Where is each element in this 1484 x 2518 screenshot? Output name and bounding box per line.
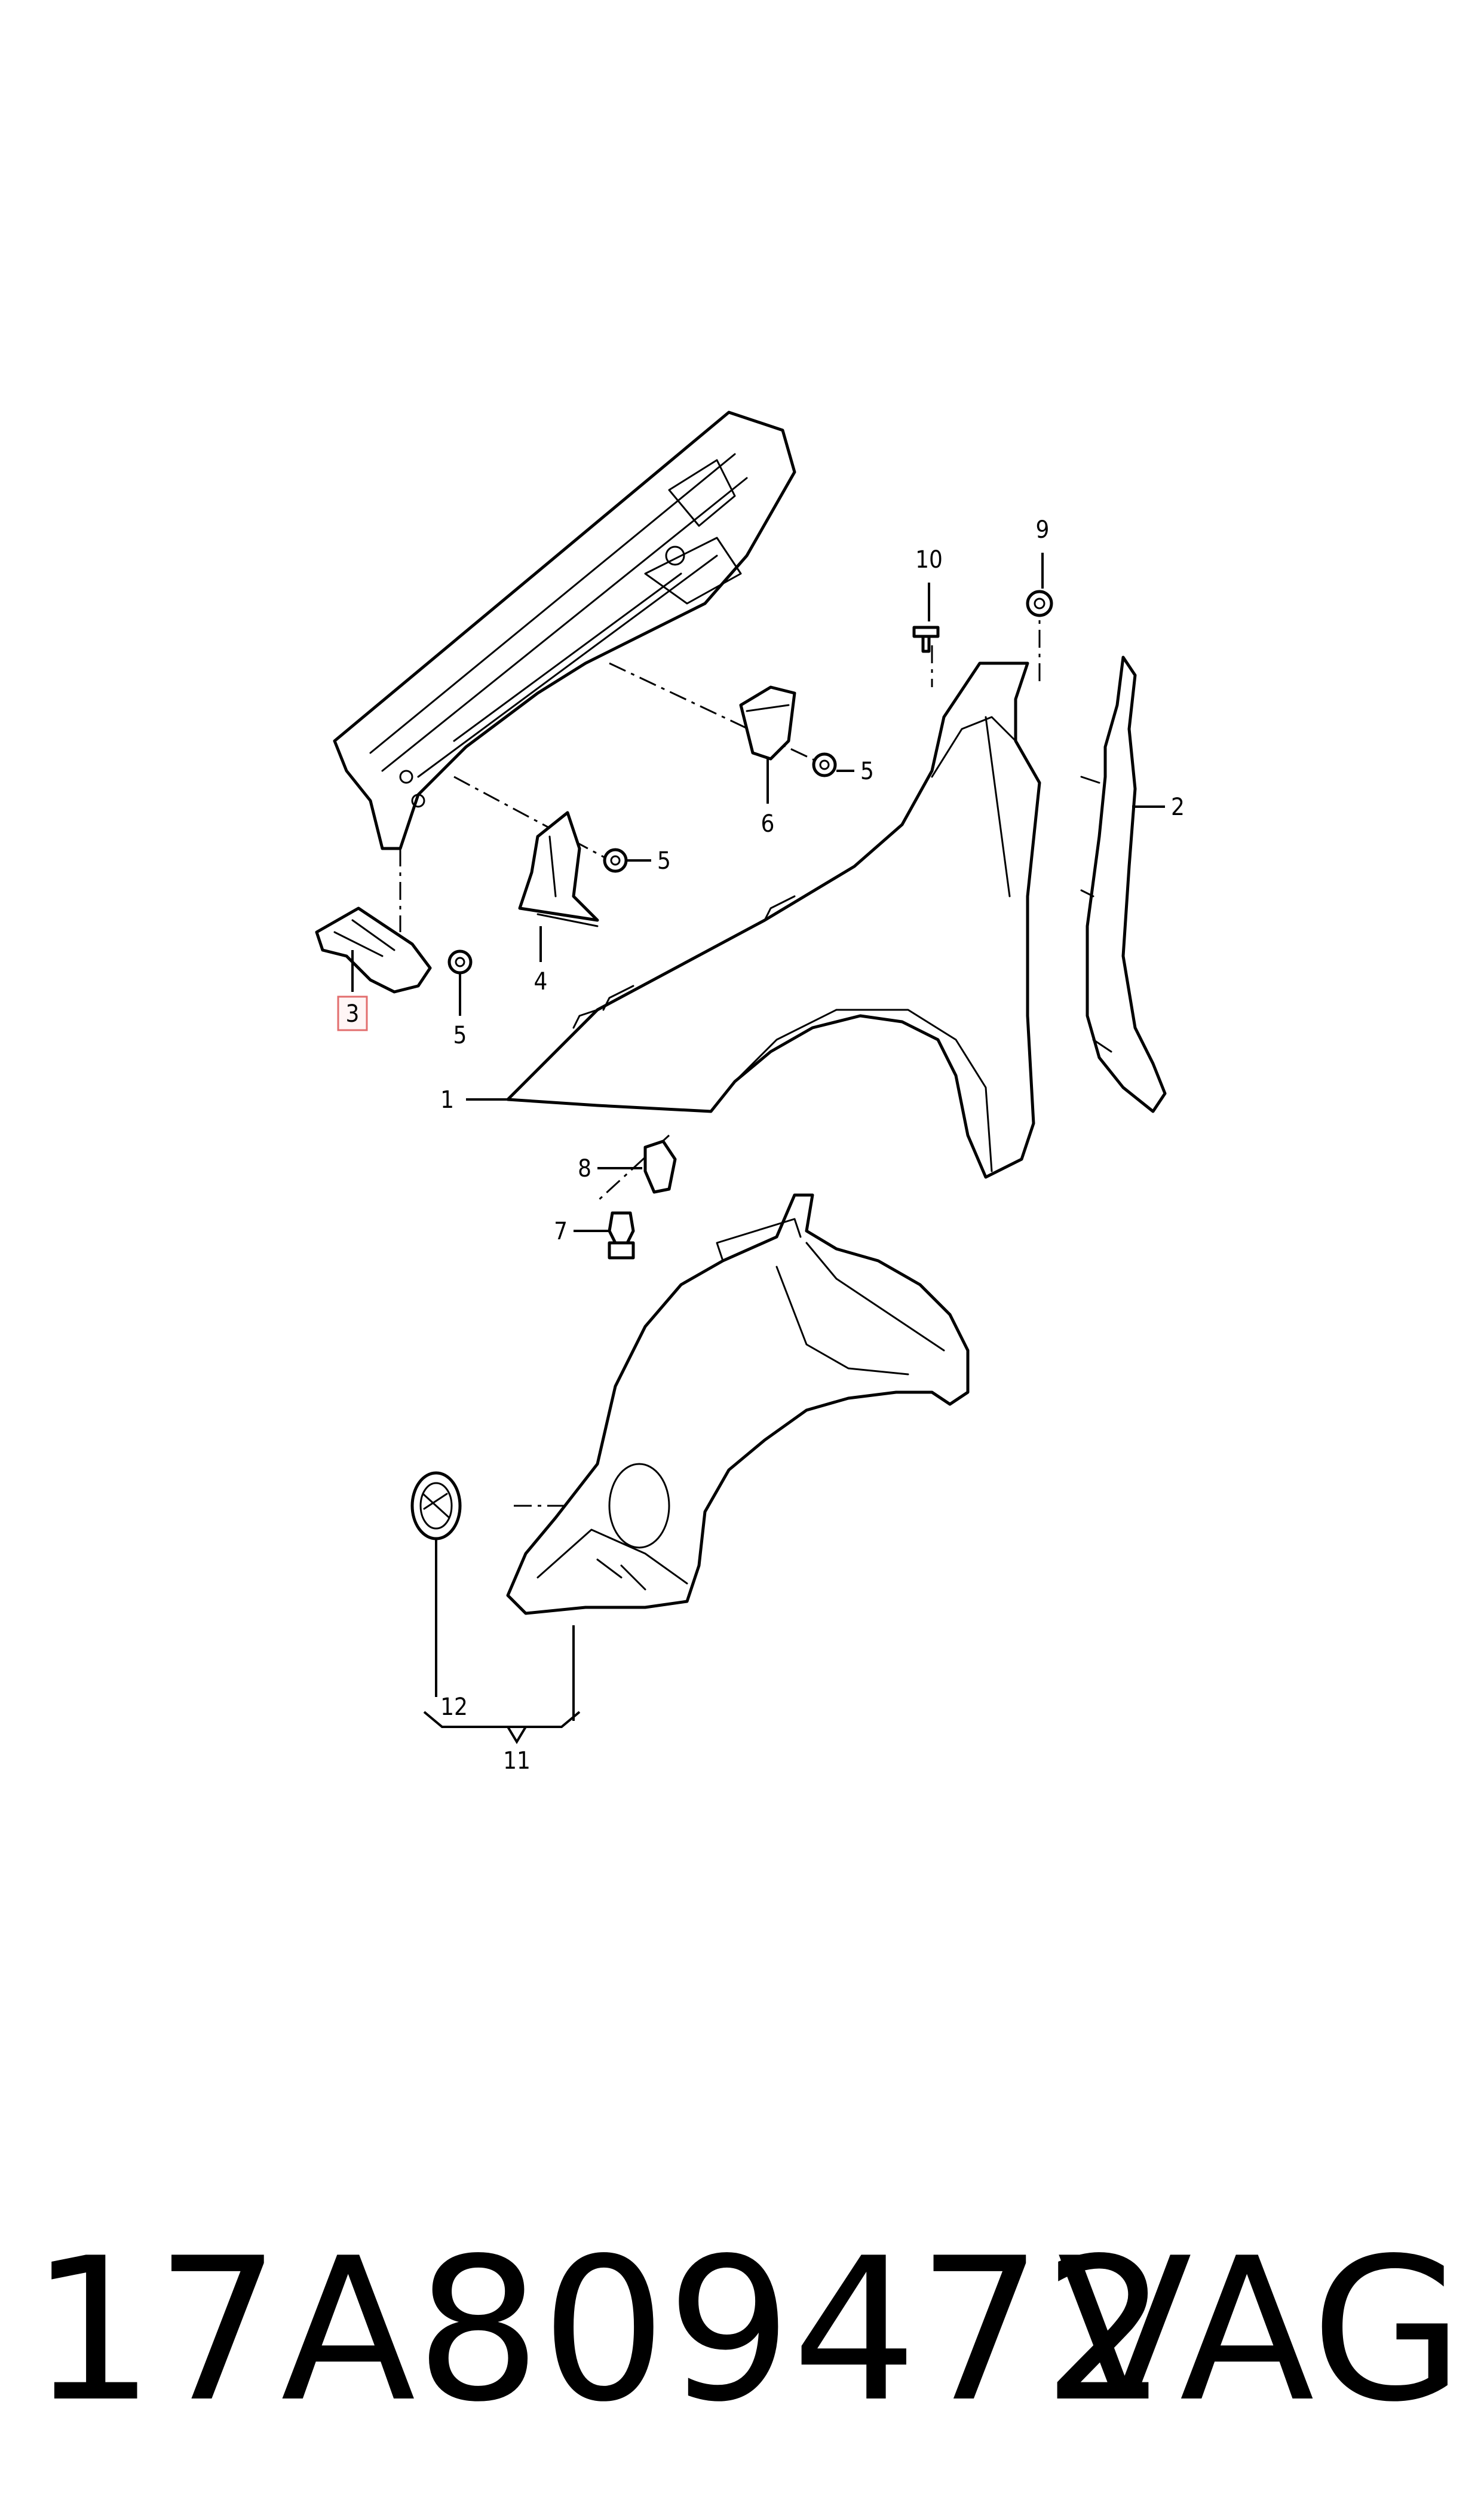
- callout-10: 10: [915, 546, 943, 574]
- callout-4: 4: [534, 968, 548, 995]
- leader-lines: [351, 553, 1165, 1744]
- nut-5-c: [447, 949, 473, 975]
- grommet-12: [410, 1471, 462, 1540]
- nut-5-a: [812, 752, 837, 777]
- bracket-3: [315, 906, 432, 994]
- nut-9: [1026, 590, 1053, 617]
- callout-5-a: 5: [860, 758, 874, 785]
- callout-7: 7: [554, 1218, 568, 1245]
- callout-1: 1: [440, 1086, 454, 1114]
- wheel-housing-liner: [506, 1193, 970, 1615]
- part-number: 17A809472: [30, 2216, 1169, 2445]
- callout-labels: 1 2 3 4 5 5 5 6 7 8 9 10 11 12: [337, 516, 1185, 1775]
- caption: 17A809472 VAG: [30, 2223, 1464, 2438]
- clip-8: [643, 1139, 677, 1194]
- brand-name: VAG: [1057, 2216, 1464, 2445]
- callout-2: 2: [1171, 794, 1185, 821]
- screw-7: [608, 1211, 635, 1260]
- callout-5-c: 5: [453, 1022, 467, 1049]
- callout-11: 11: [503, 1747, 531, 1775]
- screw-10: [912, 626, 940, 653]
- fender-seal: [1080, 655, 1167, 1113]
- fender: [506, 661, 1041, 1179]
- nut-5-b: [603, 848, 628, 873]
- bracket-4: [518, 811, 599, 927]
- callout-9: 9: [1036, 516, 1050, 544]
- body-panel: [333, 411, 796, 850]
- callout-6: 6: [761, 810, 775, 838]
- bracket-6: [739, 685, 796, 761]
- callout-8: 8: [578, 1155, 591, 1183]
- callout-12: 12: [440, 1693, 468, 1721]
- callout-3: 3: [346, 1000, 360, 1028]
- callout-5-b: 5: [657, 847, 671, 875]
- callout-3-highlight: [337, 995, 368, 1031]
